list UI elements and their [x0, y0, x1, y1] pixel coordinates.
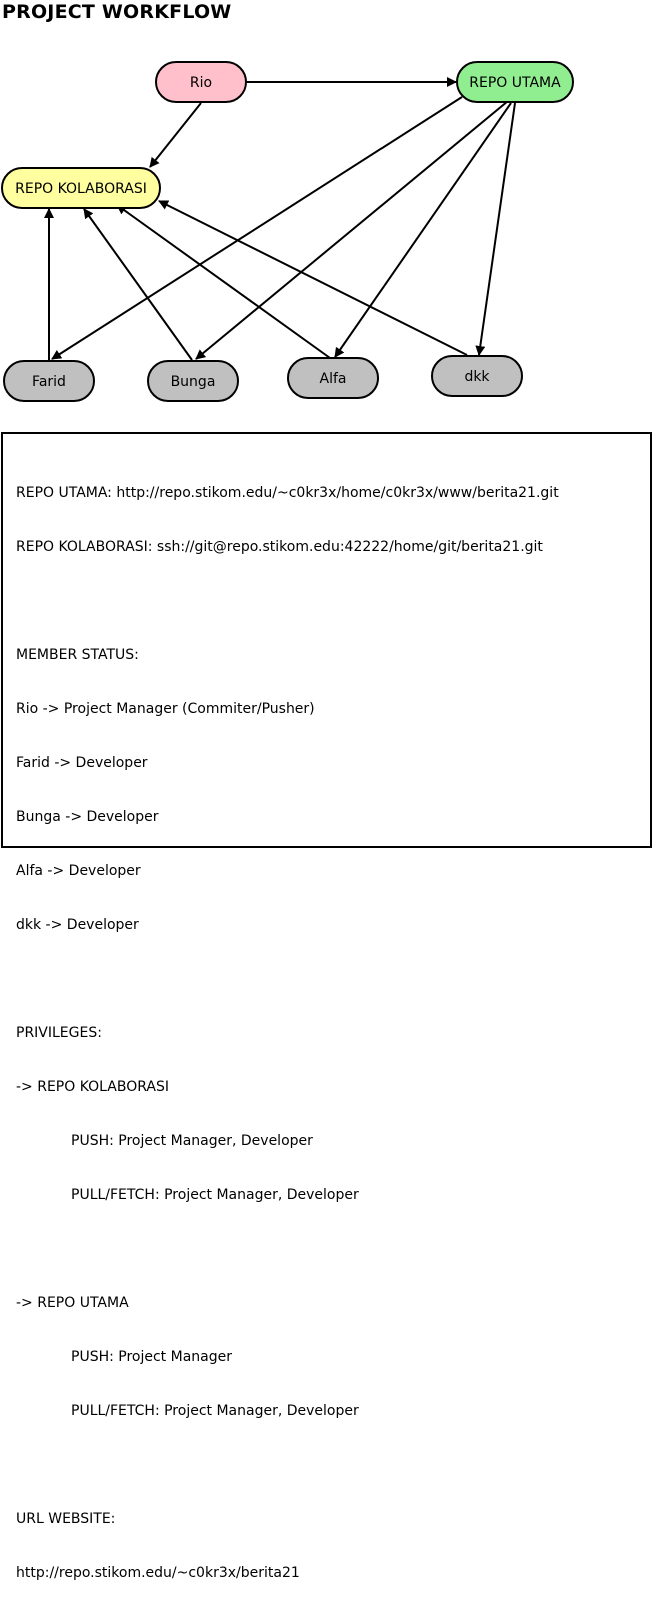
- member-status-item: Alfa -> Developer: [16, 863, 141, 879]
- kolaborasi-push-privilege: PUSH: Project Manager, Developer: [71, 1133, 313, 1149]
- workflow-diagram: Rio REPO UTAMA REPO KOLABORASI Farid Bun…: [1, 61, 574, 402]
- url-website: http://repo.stikom.edu/~c0kr3x/berita21: [16, 1565, 300, 1581]
- blank-line: [16, 1456, 559, 1474]
- node-alfa: Alfa: [287, 357, 379, 399]
- member-status-item: Bunga -> Developer: [16, 809, 159, 825]
- node-alfa-label: Alfa: [320, 371, 347, 387]
- node-repo-kolaborasi: REPO KOLABORASI: [1, 167, 161, 209]
- node-dkk-shape: [431, 355, 523, 397]
- member-status-item: Farid -> Developer: [16, 755, 148, 771]
- node-repo-kolaborasi-label: REPO KOLABORASI: [15, 181, 147, 197]
- node-repo-kolaborasi-shape: [1, 167, 161, 209]
- edge-rio-to-repo-kolaborasi: [149, 102, 202, 168]
- privileges-heading: PRIVILEGES:: [16, 1025, 102, 1041]
- kolaborasi-privileges-heading: -> REPO KOLABORASI: [16, 1079, 169, 1095]
- node-rio-shape: [155, 61, 247, 103]
- edge-repo-utama-to-farid: [51, 96, 463, 360]
- member-status-item: Rio -> Project Manager (Commiter/Pusher): [16, 701, 315, 717]
- node-rio: Rio: [155, 61, 247, 103]
- member-status-item: dkk -> Developer: [16, 917, 139, 933]
- node-bunga-label: Bunga: [171, 374, 216, 390]
- blank-line: [16, 970, 559, 988]
- node-dkk: dkk: [431, 355, 523, 397]
- node-farid-shape: [3, 360, 95, 402]
- page-title: PROJECT WORKFLOW: [2, 1, 232, 23]
- node-repo-utama-shape: [456, 61, 574, 103]
- blank-line: [16, 1240, 559, 1258]
- node-rio-label: Rio: [190, 75, 212, 91]
- node-bunga-shape: [147, 360, 239, 402]
- repo-kolaborasi-url: REPO KOLABORASI: ssh://git@repo.stikom.e…: [16, 539, 543, 555]
- blank-line: [16, 592, 559, 610]
- node-farid: Farid: [3, 360, 95, 402]
- node-farid-label: Farid: [32, 374, 66, 390]
- utama-push-privilege: PUSH: Project Manager: [71, 1349, 232, 1365]
- info-box: REPO UTAMA: http://repo.stikom.edu/~c0kr…: [1, 432, 652, 1581]
- utama-pull-privilege: PULL/FETCH: Project Manager, Developer: [71, 1403, 359, 1419]
- edge-dkk-to-repo-kolaborasi: [158, 200, 468, 356]
- edge-repo-utama-to-bunga: [195, 100, 509, 360]
- edge-repo-utama-to-alfa: [334, 102, 512, 358]
- node-repo-utama-label: REPO UTAMA: [469, 75, 561, 91]
- edge-repo-utama-to-dkk: [475, 102, 516, 356]
- url-website-heading: URL WEBSITE:: [16, 1511, 116, 1527]
- repo-utama-url: REPO UTAMA: http://repo.stikom.edu/~c0kr…: [16, 485, 559, 501]
- kolaborasi-pull-privilege: PULL/FETCH: Project Manager, Developer: [71, 1187, 359, 1203]
- node-repo-utama: REPO UTAMA: [456, 61, 574, 103]
- member-status-heading: MEMBER STATUS:: [16, 647, 139, 663]
- utama-privileges-heading: -> REPO UTAMA: [16, 1295, 129, 1311]
- info-text: REPO UTAMA: http://repo.stikom.edu/~c0kr…: [16, 448, 559, 1618]
- edge-alfa-to-repo-kolaborasi: [116, 204, 331, 359]
- node-bunga: Bunga: [147, 360, 239, 402]
- node-alfa-shape: [287, 357, 379, 399]
- node-dkk-label: dkk: [464, 369, 490, 385]
- edge-bunga-to-repo-kolaborasi: [83, 208, 193, 361]
